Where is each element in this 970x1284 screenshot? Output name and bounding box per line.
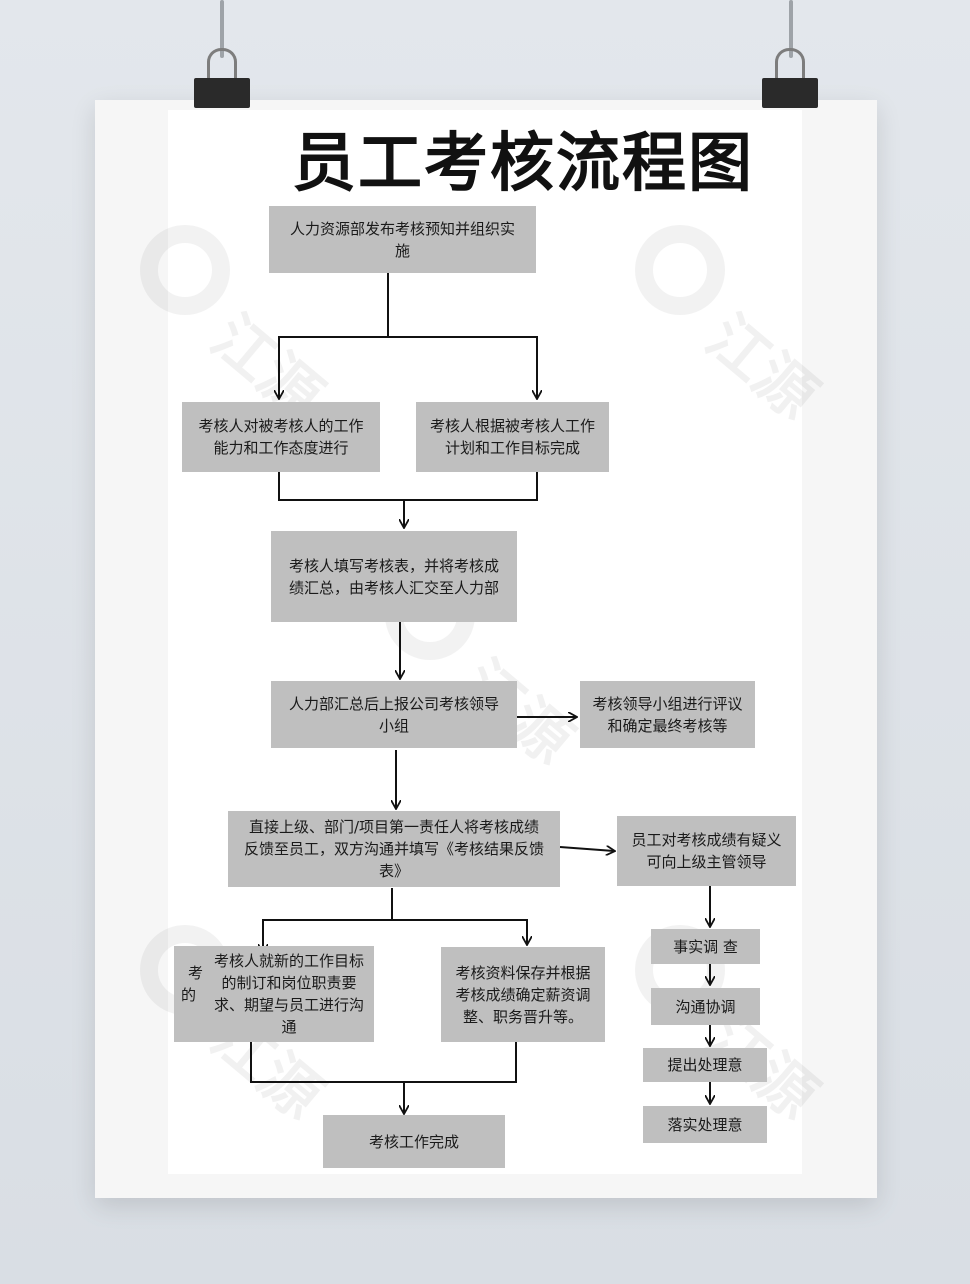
- flow-node-assess-goals: 考核人根据被考核人工作计划和工作目标完成: [416, 402, 609, 472]
- connector-n1-n2: [279, 273, 389, 398]
- connector-n1-n3: [388, 336, 537, 398]
- binder-clip-right-icon: [762, 48, 818, 108]
- flow-node-fill-form: 考核人填写考核表，并将考核成绩汇总，由考核人汇交至人力部: [271, 531, 517, 622]
- flow-node-new-goals: 考核人就新的工作目标的制订和岗位职责要求、期望与员工进行沟通: [174, 946, 374, 1042]
- connector-n7-n8: [559, 847, 614, 851]
- flow-node-publish-notice: 人力资源部发布考核预知并组织实施: [269, 206, 536, 273]
- flow-node-leader-review: 考核领导小组进行评议和确定最终考核等: [580, 681, 755, 748]
- flow-node-clipped-text: 考: [188, 964, 204, 982]
- flow-node-assess-ability: 考核人对被考核人的工作能力和工作态度进行: [182, 402, 380, 472]
- flow-node-clipped-text: 的: [181, 986, 197, 1004]
- flow-node-investigate: 事实调 查: [651, 929, 760, 964]
- connector-n7-n10: [392, 919, 527, 944]
- flow-node-archive-salary: 考核资料保存并根据考核成绩确定薪资调整、职务晋升等。: [441, 947, 605, 1042]
- flow-node-feedback: 直接上级、部门/项目第一责任人将考核成绩反馈至员工，双方沟通并填写《考核结果反馈…: [228, 811, 560, 887]
- connector-n7-n9: [263, 888, 393, 952]
- connector-n2-n4: [278, 472, 404, 527]
- flow-node-implement-handling: 落实处理意: [643, 1106, 767, 1143]
- hanging-wire-right: [789, 0, 793, 58]
- flow-node-employee-objection: 员工对考核成绩有疑义可向上级主管领导: [617, 816, 796, 886]
- hanging-wire-left: [220, 0, 224, 58]
- connector-n3-n4: [404, 472, 538, 501]
- connector-n9-n15: [250, 1042, 404, 1113]
- page-title: 员工考核流程图: [292, 127, 754, 201]
- flow-node-propose-handling: 提出处理意: [643, 1048, 767, 1082]
- binder-clip-left-icon: [194, 48, 250, 108]
- flow-node-report-leaders: 人力部汇总后上报公司考核领导小组: [271, 681, 517, 748]
- connector-n10-n15: [404, 1042, 517, 1083]
- flow-node-complete: 考核工作完成: [323, 1115, 505, 1168]
- flow-node-coordinate: 沟通协调: [651, 988, 760, 1025]
